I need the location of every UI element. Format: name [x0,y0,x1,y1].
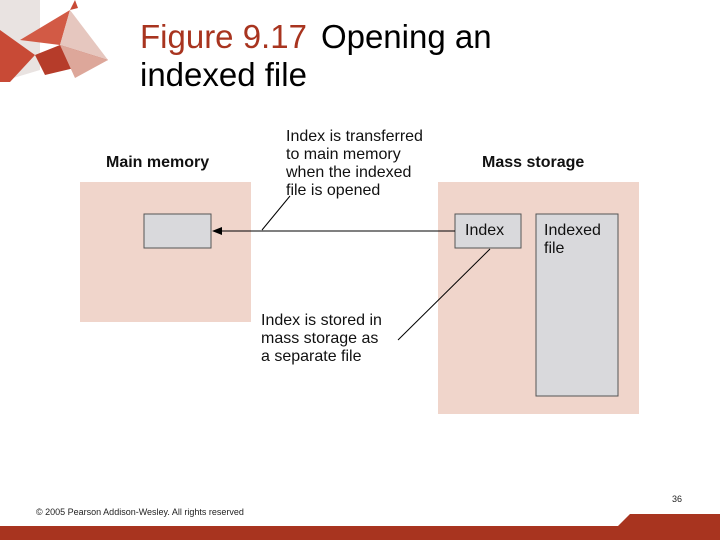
indexed-file-diagram: Main memory Mass storage Index is transf… [80,118,642,418]
main-memory-label: Main memory [106,154,210,171]
origami-crane-logo [0,0,115,82]
title-line-2: indexed file [140,56,307,93]
indexed-file-box [535,213,619,397]
bottom-decoration [0,514,720,540]
transfer-note: Index is transferred to main memory when… [286,128,423,199]
copyright-text: © 2005 Pearson Addison-Wesley. All right… [36,507,244,517]
stored-callout-line [397,248,491,341]
main-memory-region [80,182,251,322]
index-label: Index [465,222,505,239]
slide-title: Figure 9.17 Opening an indexed file [140,18,492,94]
figure-number: Figure 9.17 [140,18,307,55]
indexed-file-label: Indexed file [544,222,601,257]
mass-storage-label: Mass storage [482,154,585,171]
transfer-arrowhead [212,227,222,235]
stored-note: Index is stored in mass storage as a sep… [261,312,382,365]
diagram-graphics [80,182,639,414]
transfer-callout-line [261,195,291,231]
title-line-1: Opening an [320,18,492,55]
page-number: 36 [672,494,683,504]
main-memory-index-box [143,213,212,249]
